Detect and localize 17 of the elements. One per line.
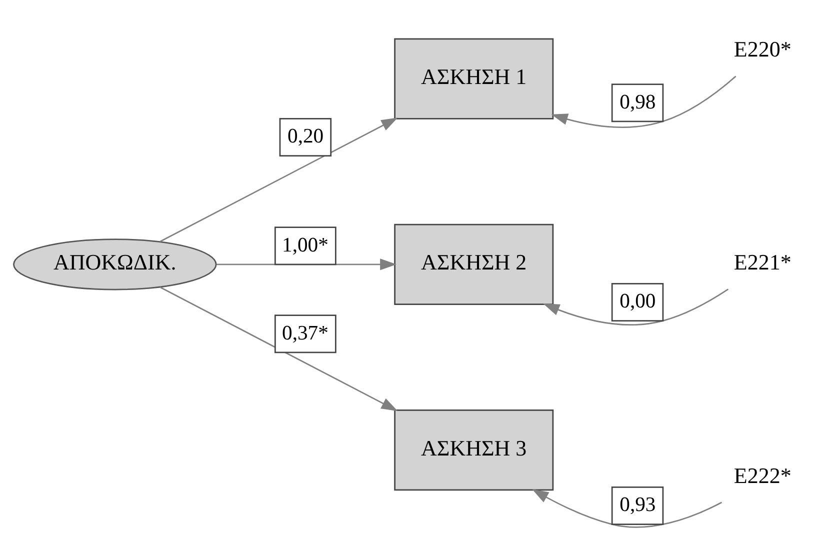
edge-label: 1,00* (282, 234, 328, 256)
arrow (160, 286, 398, 412)
node-box: ΑΣΚΗΣΗ 3 (394, 409, 554, 491)
edge-label: 0,37* (282, 322, 328, 344)
edge-label: 0,93 (620, 494, 656, 516)
node-box: ΑΣΚΗΣΗ 2 (394, 224, 554, 305)
edge-label: 0,98 (620, 91, 656, 114)
node-ellipse: ΑΠΟΚΩΔΙΚ. (13, 238, 217, 290)
arrow (543, 288, 729, 326)
edge-label: 0,00 (620, 290, 656, 313)
arrow (532, 489, 722, 528)
edge-label: 0,20 (288, 126, 324, 148)
node-text: E221* (734, 250, 792, 275)
node-text: E220* (734, 36, 792, 62)
arrow (551, 76, 736, 128)
node-text: E222* (734, 462, 792, 488)
node-box: ΑΣΚΗΣΗ 1 (394, 38, 554, 120)
